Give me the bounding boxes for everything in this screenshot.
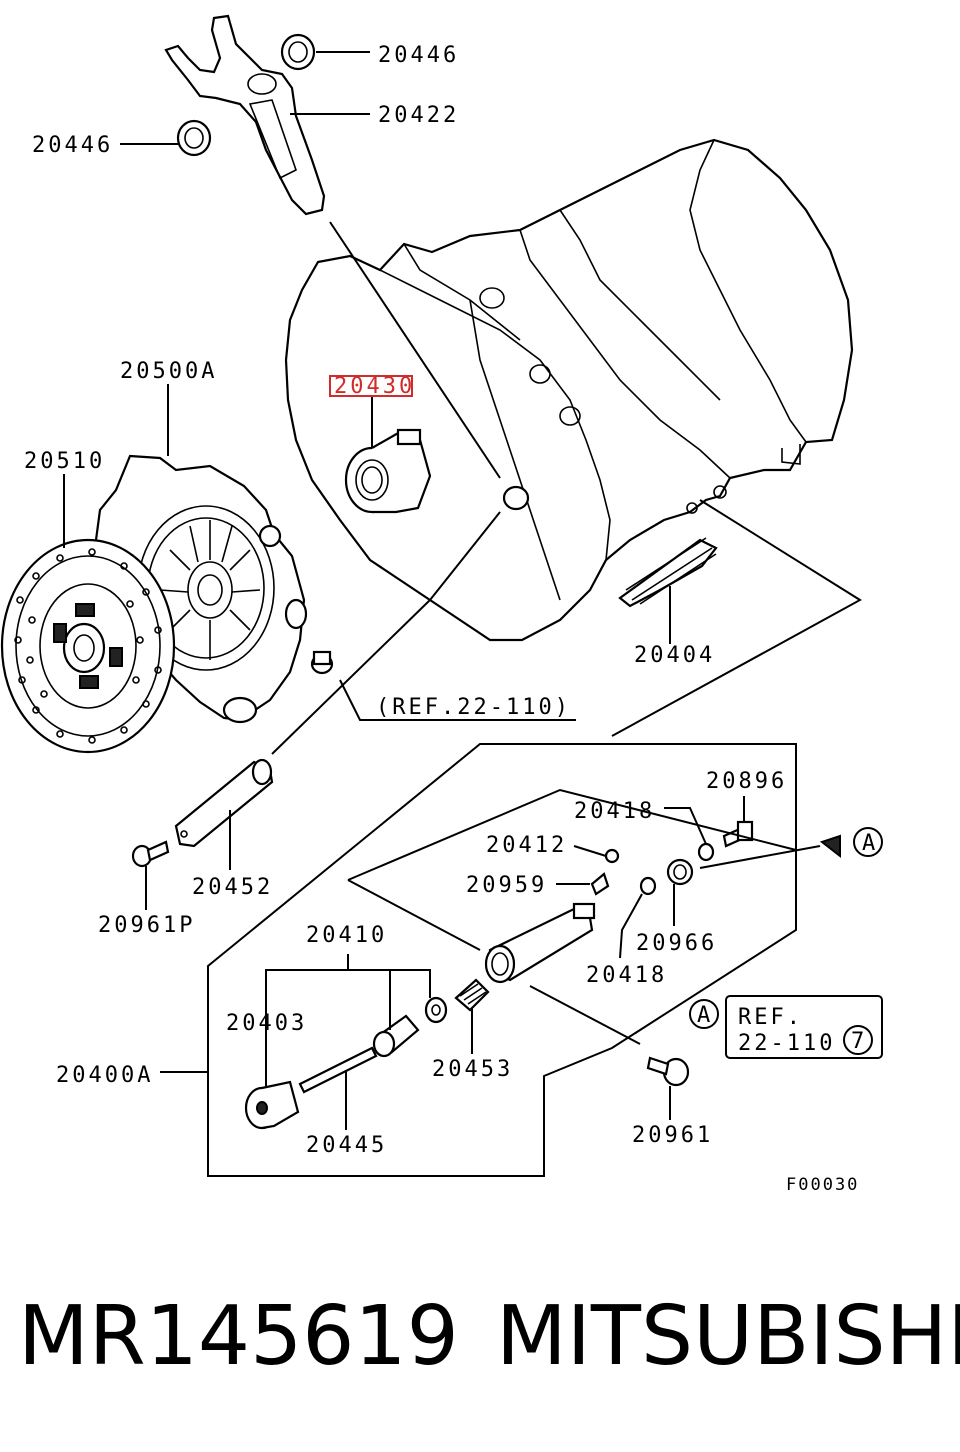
seal-ring-20446-top xyxy=(280,33,316,71)
caption-brand: MITSUBISHI xyxy=(496,1289,960,1384)
label-marker-a-right: A xyxy=(862,831,875,856)
label-20418-b: 20418 xyxy=(586,963,667,988)
label-ref-box-circle: 7 xyxy=(851,1029,864,1054)
label-20418-a: 20418 xyxy=(574,799,655,824)
release-bearing-20430 xyxy=(344,428,432,514)
label-20446-left: 20446 xyxy=(32,133,113,158)
rod-20445 xyxy=(298,1046,378,1094)
label-20430-highlighted: 20430 xyxy=(334,374,415,399)
spring-20453 xyxy=(454,978,490,1012)
highlight-box-20430 xyxy=(329,375,413,397)
ref-box xyxy=(725,995,883,1059)
washer-20418-a xyxy=(697,842,715,862)
label-20404: 20404 xyxy=(634,643,715,668)
label-20446-top: 20446 xyxy=(378,43,459,68)
bleeder-cap-20412 xyxy=(604,848,620,864)
seal-ring-20446-left xyxy=(176,119,212,157)
label-20412: 20412 xyxy=(486,833,567,858)
label-20961: 20961 xyxy=(632,1123,713,1148)
label-20959: 20959 xyxy=(466,873,547,898)
plug xyxy=(310,650,334,675)
label-20400A: 20400A xyxy=(56,1063,153,1088)
boot-20400A xyxy=(244,1080,300,1130)
release-fork xyxy=(164,14,326,216)
label-20422: 20422 xyxy=(378,103,459,128)
marker-a-circle-right xyxy=(853,827,883,857)
label-20896: 20896 xyxy=(706,769,787,794)
label-ref-box-line1: REF. xyxy=(738,1005,803,1030)
dust-boot-20404 xyxy=(618,537,718,608)
piston-cup-20403 xyxy=(424,996,448,1024)
washer-20418-b xyxy=(639,876,657,896)
label-20445: 20445 xyxy=(306,1133,387,1158)
bolt-20961P xyxy=(131,840,170,868)
label-marker-a-box: A xyxy=(697,1003,710,1028)
bolt-20961 xyxy=(646,1056,690,1087)
marker-a-circle-box xyxy=(689,999,719,1029)
union-bolt-20896 xyxy=(722,820,754,848)
bleeder-screw-20959 xyxy=(590,872,610,896)
union-20966 xyxy=(666,858,694,886)
clutch-disc-20510 xyxy=(0,538,176,754)
leader-lines xyxy=(63,51,862,1177)
label-20510: 20510 xyxy=(24,449,105,474)
label-20961P: 20961P xyxy=(98,913,195,938)
label-20966: 20966 xyxy=(636,931,717,956)
transmission-housing xyxy=(284,138,854,642)
label-20453: 20453 xyxy=(432,1057,513,1082)
label-ref-box-line2: 22-110 xyxy=(738,1031,835,1056)
slave-cylinder-body xyxy=(484,902,596,984)
label-20410: 20410 xyxy=(306,923,387,948)
caption-part-number: MR145619 xyxy=(18,1289,459,1384)
label-20500A: 20500A xyxy=(120,359,217,384)
push-rod-20452 xyxy=(174,758,274,848)
label-ref-22-110: (REF.22-110) xyxy=(376,695,571,720)
label-20403: 20403 xyxy=(226,1011,307,1036)
label-20452: 20452 xyxy=(192,875,273,900)
piston-20410 xyxy=(372,1014,420,1058)
figure-code: F00030 xyxy=(786,1175,859,1195)
